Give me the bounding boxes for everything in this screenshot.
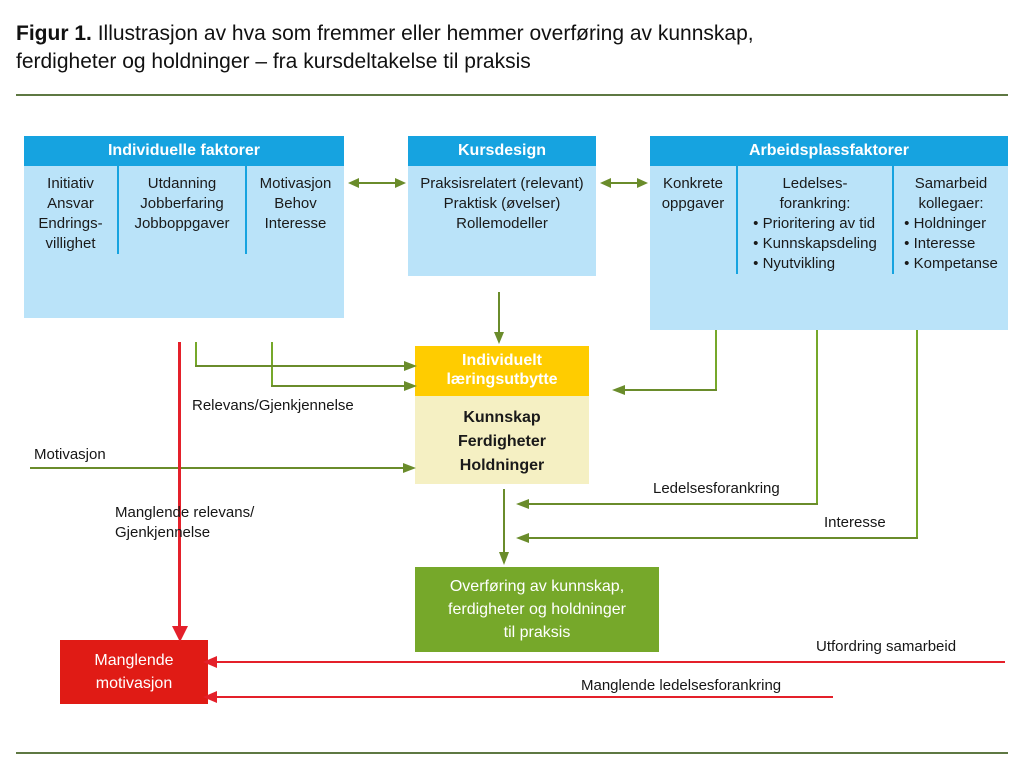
individuelle-c3-l2: Behov bbox=[274, 195, 317, 212]
figure-title: Figur 1. Illustrasjon av hva som fremmer… bbox=[16, 20, 996, 75]
arbeids-c2-bullet-1-text: Prioritering av tid bbox=[762, 215, 876, 232]
arbeids-c2-bullet-2-text: Kunnskapsdeling bbox=[762, 235, 877, 252]
arbeids-c1-l2: oppgaver bbox=[661, 195, 725, 212]
green-elbow-a-vertical bbox=[271, 342, 273, 386]
arbeids-c3-l2: kollegaer: bbox=[918, 195, 984, 212]
arbeids-c3-l1: Samarbeid bbox=[914, 175, 988, 192]
arbeids-c2-l2: forankring: bbox=[779, 195, 851, 212]
box-laeringsutbytte-title: Individuelt læringsutbytte bbox=[415, 346, 589, 396]
arbeids-column-3: Samarbeid kollegaer: • Holdninger • Inte… bbox=[892, 166, 1008, 274]
box-individuelle-faktorer-body: Initiativ Ansvar Endrings- villighet Utd… bbox=[24, 166, 344, 318]
manglende-motivasjon-text: Manglende motivasjon bbox=[94, 649, 173, 695]
kursdesign-line-3: Rollemodeller bbox=[456, 215, 548, 232]
individuelle-c3-l3: Interesse bbox=[264, 215, 327, 232]
arrow-motivasjon bbox=[30, 463, 416, 473]
overforing-line-2: ferdigheter og holdninger bbox=[448, 601, 626, 618]
arrow-interesse bbox=[516, 533, 918, 543]
individuelle-c2-l2: Jobberfaring bbox=[140, 195, 224, 212]
arbeids-c2-bullet-3: • Nyutvikling bbox=[753, 255, 836, 272]
top-divider bbox=[16, 94, 1008, 96]
box-overforing-til-praksis: Overføring av kunnskap, ferdigheter og h… bbox=[415, 567, 659, 652]
arrow-kursdesign-to-laeringsutbytte bbox=[494, 292, 504, 344]
arrow-ledelsesforankring bbox=[516, 499, 818, 509]
individuelle-c1-l4: villighet bbox=[45, 235, 96, 252]
individuelle-c1-l3: Endrings- bbox=[38, 215, 103, 232]
arbeids-c3-bullet-3: • Kompetanse bbox=[904, 255, 998, 272]
box-arbeidsplassfaktorer-body: Konkrete oppgaver Ledelses- forankring: … bbox=[650, 166, 1008, 330]
green-elbow-interesse-vertical bbox=[916, 330, 918, 539]
overforing-text: Overføring av kunnskap, ferdigheter og h… bbox=[448, 575, 626, 644]
figure-caption-line-2: ferdigheter og holdninger – fra kursdelt… bbox=[16, 49, 531, 73]
label-manglende-relevans-line-2: Gjenkjennelse bbox=[115, 524, 211, 541]
box-individuelle-faktorer: Individuelle faktorer Initiativ Ansvar E… bbox=[24, 136, 344, 318]
box-kursdesign-body: Praksisrelatert (relevant) Praktisk (øve… bbox=[408, 166, 596, 276]
kursdesign-line-1: Praksisrelatert (relevant) bbox=[420, 175, 584, 192]
arrow-utfordring-samarbeid bbox=[203, 656, 1005, 668]
arbeids-c2-bullet-1: • Prioritering av tid bbox=[753, 215, 876, 232]
arrow-relevans-upper bbox=[271, 381, 417, 391]
individuelle-c1-l2: Ansvar bbox=[47, 195, 94, 212]
laeringsutbytte-title-line-1: Individuelt bbox=[462, 352, 542, 369]
box-individuelt-laeringsutbytte: Individuelt læringsutbytte Kunnskap Ferd… bbox=[415, 346, 589, 484]
individuelle-c1-l1: Initiativ bbox=[47, 175, 94, 192]
laeringsutbytte-line-3: Holdninger bbox=[459, 457, 545, 474]
arbeids-c2-bullet-3-text: Nyutvikling bbox=[762, 255, 836, 272]
arbeids-c3-bullet-3-text: Kompetanse bbox=[913, 255, 998, 272]
green-elbow-konkrete-vertical bbox=[715, 330, 717, 391]
laeringsutbytte-line-2: Ferdigheter bbox=[457, 433, 546, 450]
manglende-motivasjon-line-1: Manglende bbox=[94, 652, 174, 669]
label-utfordring-samarbeid: Utfordring samarbeid bbox=[816, 638, 957, 655]
label-manglende-relevans: Manglende relevans/ Gjenkjennelse bbox=[115, 503, 315, 543]
arrow-manglende-relevans-down bbox=[172, 626, 188, 642]
arrow-laeringsutbytte-to-overforing bbox=[499, 489, 509, 565]
arbeids-c3-bullet-1-text: Holdninger bbox=[913, 215, 987, 232]
box-kursdesign-title: Kursdesign bbox=[408, 136, 596, 166]
label-manglende-relevans-line-1: Manglende relevans/ bbox=[115, 504, 255, 521]
box-laeringsutbytte-body: Kunnskap Ferdigheter Holdninger bbox=[415, 396, 589, 484]
arbeids-c3-bullet-2-text: Interesse bbox=[913, 235, 976, 252]
green-elbow-ledelsesforankring-vertical bbox=[816, 330, 818, 505]
box-arbeidsplassfaktorer: Arbeidsplassfaktorer Konkrete oppgaver L… bbox=[650, 136, 1008, 330]
label-relevans-gjenkjennelse: Relevans/Gjenkjennelse bbox=[192, 397, 354, 414]
label-manglende-ledelsesforankring: Manglende ledelsesforankring bbox=[581, 677, 782, 694]
box-manglende-motivasjon: Manglende motivasjon bbox=[60, 640, 208, 704]
arrow-konkrete-oppgaver-to-laeringsutbytte bbox=[612, 385, 717, 395]
box-kursdesign: Kursdesign Praksisrelatert (relevant) Pr… bbox=[408, 136, 596, 276]
arrow-kursdesign-arbeidsplass bbox=[600, 178, 648, 188]
laeringsutbytte-title-line-2: læringsutbytte bbox=[446, 371, 558, 388]
figure-number: Figur 1. bbox=[16, 22, 92, 45]
arbeids-column-1: Konkrete oppgaver bbox=[650, 166, 736, 274]
overforing-line-3: til praksis bbox=[503, 624, 571, 641]
arbeids-c2-bullet-2: • Kunnskapsdeling bbox=[753, 235, 877, 252]
figure-caption-line-1: Illustrasjon av hva som fremmer eller he… bbox=[97, 22, 754, 45]
box-individuelle-faktorer-title: Individuelle faktorer bbox=[24, 136, 344, 166]
bottom-divider bbox=[16, 752, 1008, 754]
laeringsutbytte-line-1: Kunnskap bbox=[463, 409, 541, 426]
individuelle-c3-l1: Motivasjon bbox=[259, 175, 332, 192]
arrow-manglende-ledelsesforankring bbox=[203, 691, 833, 703]
box-arbeidsplassfaktorer-title: Arbeidsplassfaktorer bbox=[650, 136, 1008, 166]
arbeids-c3-bullet-1: • Holdninger bbox=[904, 215, 987, 232]
green-elbow-b-vertical bbox=[195, 342, 197, 366]
arbeids-c1-l1: Konkrete bbox=[662, 175, 724, 192]
overforing-line-1: Overføring av kunnskap, bbox=[449, 578, 625, 595]
manglende-motivasjon-line-2: motivasjon bbox=[95, 675, 173, 692]
kursdesign-line-2: Praktisk (øvelser) bbox=[443, 195, 561, 212]
individuelle-column-3: Motivasjon Behov Interesse bbox=[245, 166, 344, 254]
red-vertical-line bbox=[178, 342, 181, 630]
label-ledelsesforankring: Ledelsesforankring bbox=[653, 480, 780, 497]
arbeids-column-2: Ledelses- forankring: • Prioritering av … bbox=[736, 166, 892, 274]
individuelle-c2-l3: Jobboppgaver bbox=[134, 215, 230, 232]
arbeids-c2-l1: Ledelses- bbox=[782, 175, 848, 192]
individuelle-column-2: Utdanning Jobberfaring Jobboppgaver bbox=[117, 166, 245, 254]
arbeids-c2-bullets: • Prioritering av tid • Kunnskapsdeling … bbox=[753, 214, 877, 274]
arbeids-c3-bullets: • Holdninger • Interesse • Kompetanse bbox=[904, 214, 998, 274]
arrow-relevans-lower bbox=[195, 361, 417, 371]
label-interesse: Interesse bbox=[824, 514, 886, 531]
arbeids-c3-bullet-2: • Interesse bbox=[904, 235, 976, 252]
arrow-individuelle-kursdesign bbox=[348, 178, 406, 188]
individuelle-column-1: Initiativ Ansvar Endrings- villighet bbox=[24, 166, 117, 254]
individuelle-c2-l1: Utdanning bbox=[147, 175, 217, 192]
label-motivasjon: Motivasjon bbox=[34, 446, 106, 463]
